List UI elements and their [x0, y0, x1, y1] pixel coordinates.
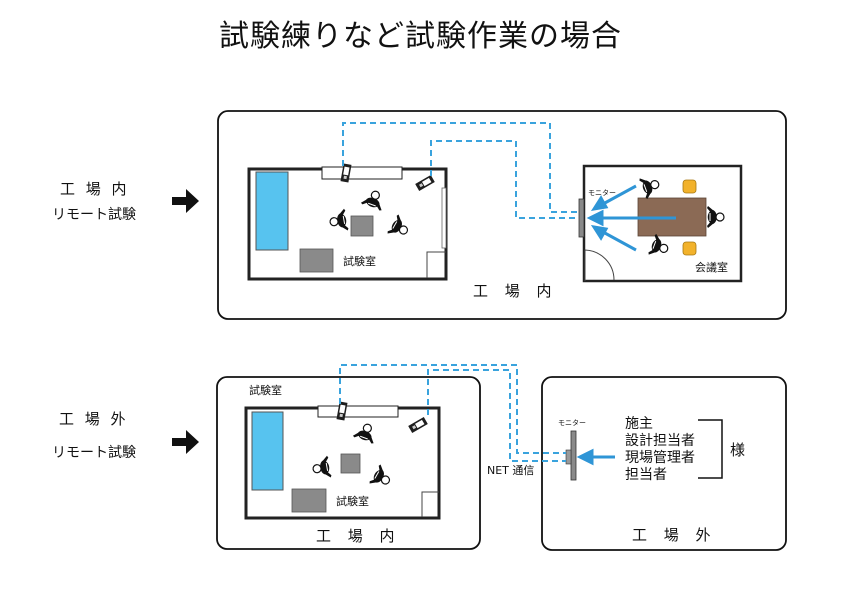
- chair: [682, 241, 697, 256]
- zone-label-inside: 工 場 内: [473, 282, 558, 300]
- meeting-room-label: 会議室: [695, 261, 728, 274]
- water-tank: [251, 411, 284, 491]
- chair: [682, 179, 697, 194]
- page-title: 試験練りなど試験作業の場合: [219, 19, 622, 54]
- role-item: 施主: [625, 416, 653, 432]
- monitor-label-2: モニター: [558, 419, 586, 427]
- monitor-icon: [578, 198, 585, 238]
- section-outside-frame: [541, 376, 787, 551]
- role-item: 担当者: [625, 467, 667, 483]
- arrow-right-icon: [172, 189, 199, 213]
- floor-equipment: [291, 488, 327, 513]
- side-label-outside: 工 場 外: [59, 410, 129, 428]
- test-table: [350, 215, 374, 237]
- zone-label-inside-2: 工 場 内: [316, 527, 401, 545]
- floor-equipment: [299, 248, 334, 273]
- monitor-connector: [565, 449, 572, 465]
- meeting-room: [578, 164, 743, 283]
- side-label-remote-2: リモート試験: [52, 445, 136, 461]
- viewer-arrow: [576, 448, 615, 466]
- network-cable: [339, 364, 566, 462]
- lab-heading: 試験室: [249, 384, 282, 397]
- monitor-icon: [570, 430, 577, 481]
- net-label: NET 通信: [487, 464, 535, 477]
- role-item: 現場管理者: [625, 450, 695, 466]
- arrow-right-icon: [172, 430, 199, 454]
- network-cable: [342, 122, 578, 219]
- test-table: [340, 453, 361, 474]
- side-label-inside: 工 場 内: [60, 180, 130, 198]
- honorific-label: 様: [730, 441, 746, 459]
- lab-room-2: [244, 405, 441, 520]
- lab-room-label: 試験室: [343, 255, 376, 268]
- zone-label-outside: 工 場 外: [632, 526, 717, 544]
- role-item: 設計担当者: [625, 433, 695, 449]
- water-tank: [255, 171, 289, 251]
- section-inside-frame: [217, 110, 787, 320]
- lab-room-label-2: 試験室: [336, 495, 369, 508]
- monitor-label: モニター: [588, 189, 616, 197]
- side-label-remote: リモート試験: [52, 207, 136, 223]
- group-bracket: [698, 419, 723, 479]
- section-inside-frame-2: [216, 376, 481, 550]
